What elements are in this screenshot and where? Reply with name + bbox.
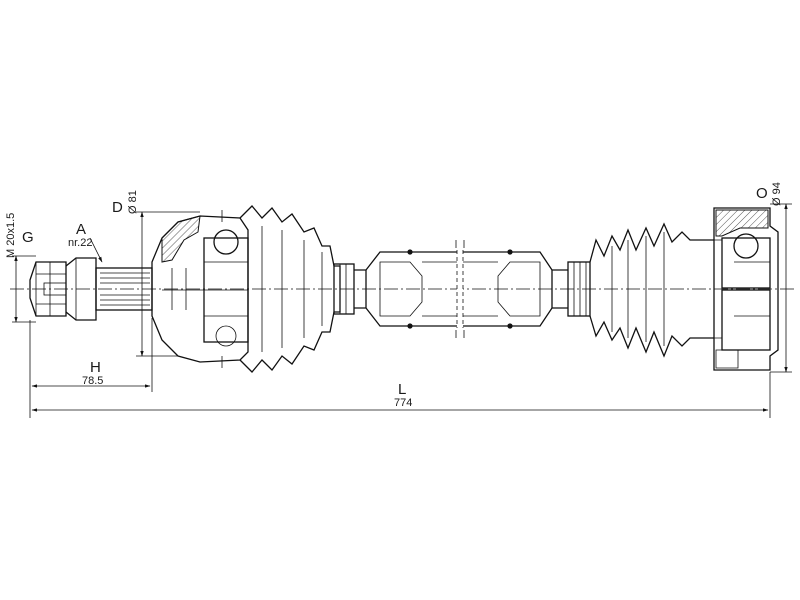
outer-cv-joint <box>151 210 249 368</box>
inner-cv-joint <box>704 207 779 371</box>
dimension-h <box>29 318 153 392</box>
label-h: H <box>90 359 101 376</box>
dimension-o <box>770 203 792 373</box>
dimension-l <box>29 372 771 418</box>
label-a-sub: nr.22 <box>68 237 92 249</box>
label-d: D <box>112 199 123 216</box>
intermediate-shaft <box>354 240 568 338</box>
label-l: L <box>398 381 406 398</box>
label-o: O <box>756 185 768 202</box>
inner-clamp <box>567 261 591 317</box>
label-l-value: 774 <box>394 397 412 409</box>
label-o-value: Ø 94 <box>771 182 783 206</box>
label-h-value: 78.5 <box>82 375 103 387</box>
leader-a <box>89 237 103 263</box>
label-a: A <box>76 221 86 238</box>
dimension-d <box>136 211 200 357</box>
dimension-g <box>12 255 36 323</box>
label-g: G <box>22 229 34 246</box>
label-m-thread: M 20x1.5 <box>5 213 17 258</box>
label-d-value: Ø 81 <box>127 190 139 214</box>
inner-boot <box>589 222 714 358</box>
outer-clamp <box>333 263 355 315</box>
threaded-stub <box>29 257 97 321</box>
